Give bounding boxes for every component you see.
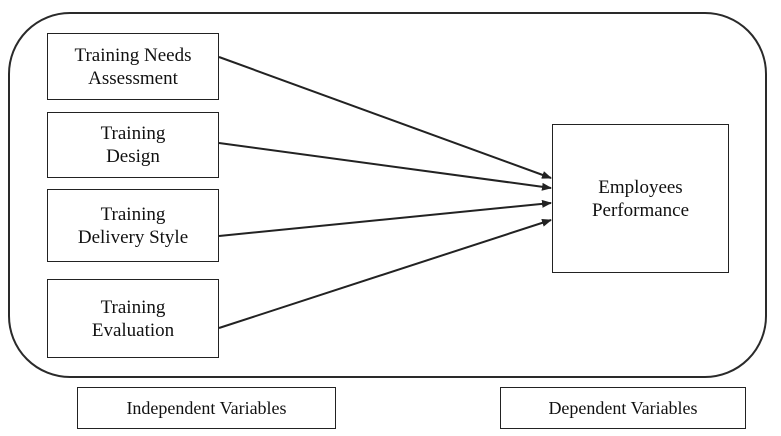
node-label-line1: Training Needs	[74, 44, 192, 66]
node-employees-performance: Employees Performance	[552, 124, 729, 273]
node-training-design: Training Design	[47, 112, 219, 178]
node-training-needs-assessment: Training Needs Assessment	[47, 33, 219, 100]
node-label-line1: Training	[100, 123, 166, 144]
node-label-line1: Training	[100, 296, 166, 318]
node-training-delivery-style: Training Delivery Style	[47, 189, 219, 262]
dependent-variables-text: Dependent Variables	[548, 397, 698, 418]
node-label-line2: Evaluation	[91, 319, 175, 341]
node-label-line2: Design	[106, 146, 160, 167]
independent-variables-label: Independent Variables	[77, 387, 336, 429]
node-label-line1: Employees	[598, 176, 683, 198]
node-label-line1: Training	[100, 203, 166, 225]
node-label-line2: Assessment	[88, 67, 178, 89]
rounded-frame	[8, 12, 767, 378]
node-label-line2: Performance	[591, 199, 690, 221]
dependent-variables-label: Dependent Variables	[500, 387, 746, 429]
node-label-line2: Delivery Style	[77, 226, 189, 248]
independent-variables-text: Independent Variables	[126, 397, 287, 418]
node-training-evaluation: Training Evaluation	[47, 279, 219, 358]
